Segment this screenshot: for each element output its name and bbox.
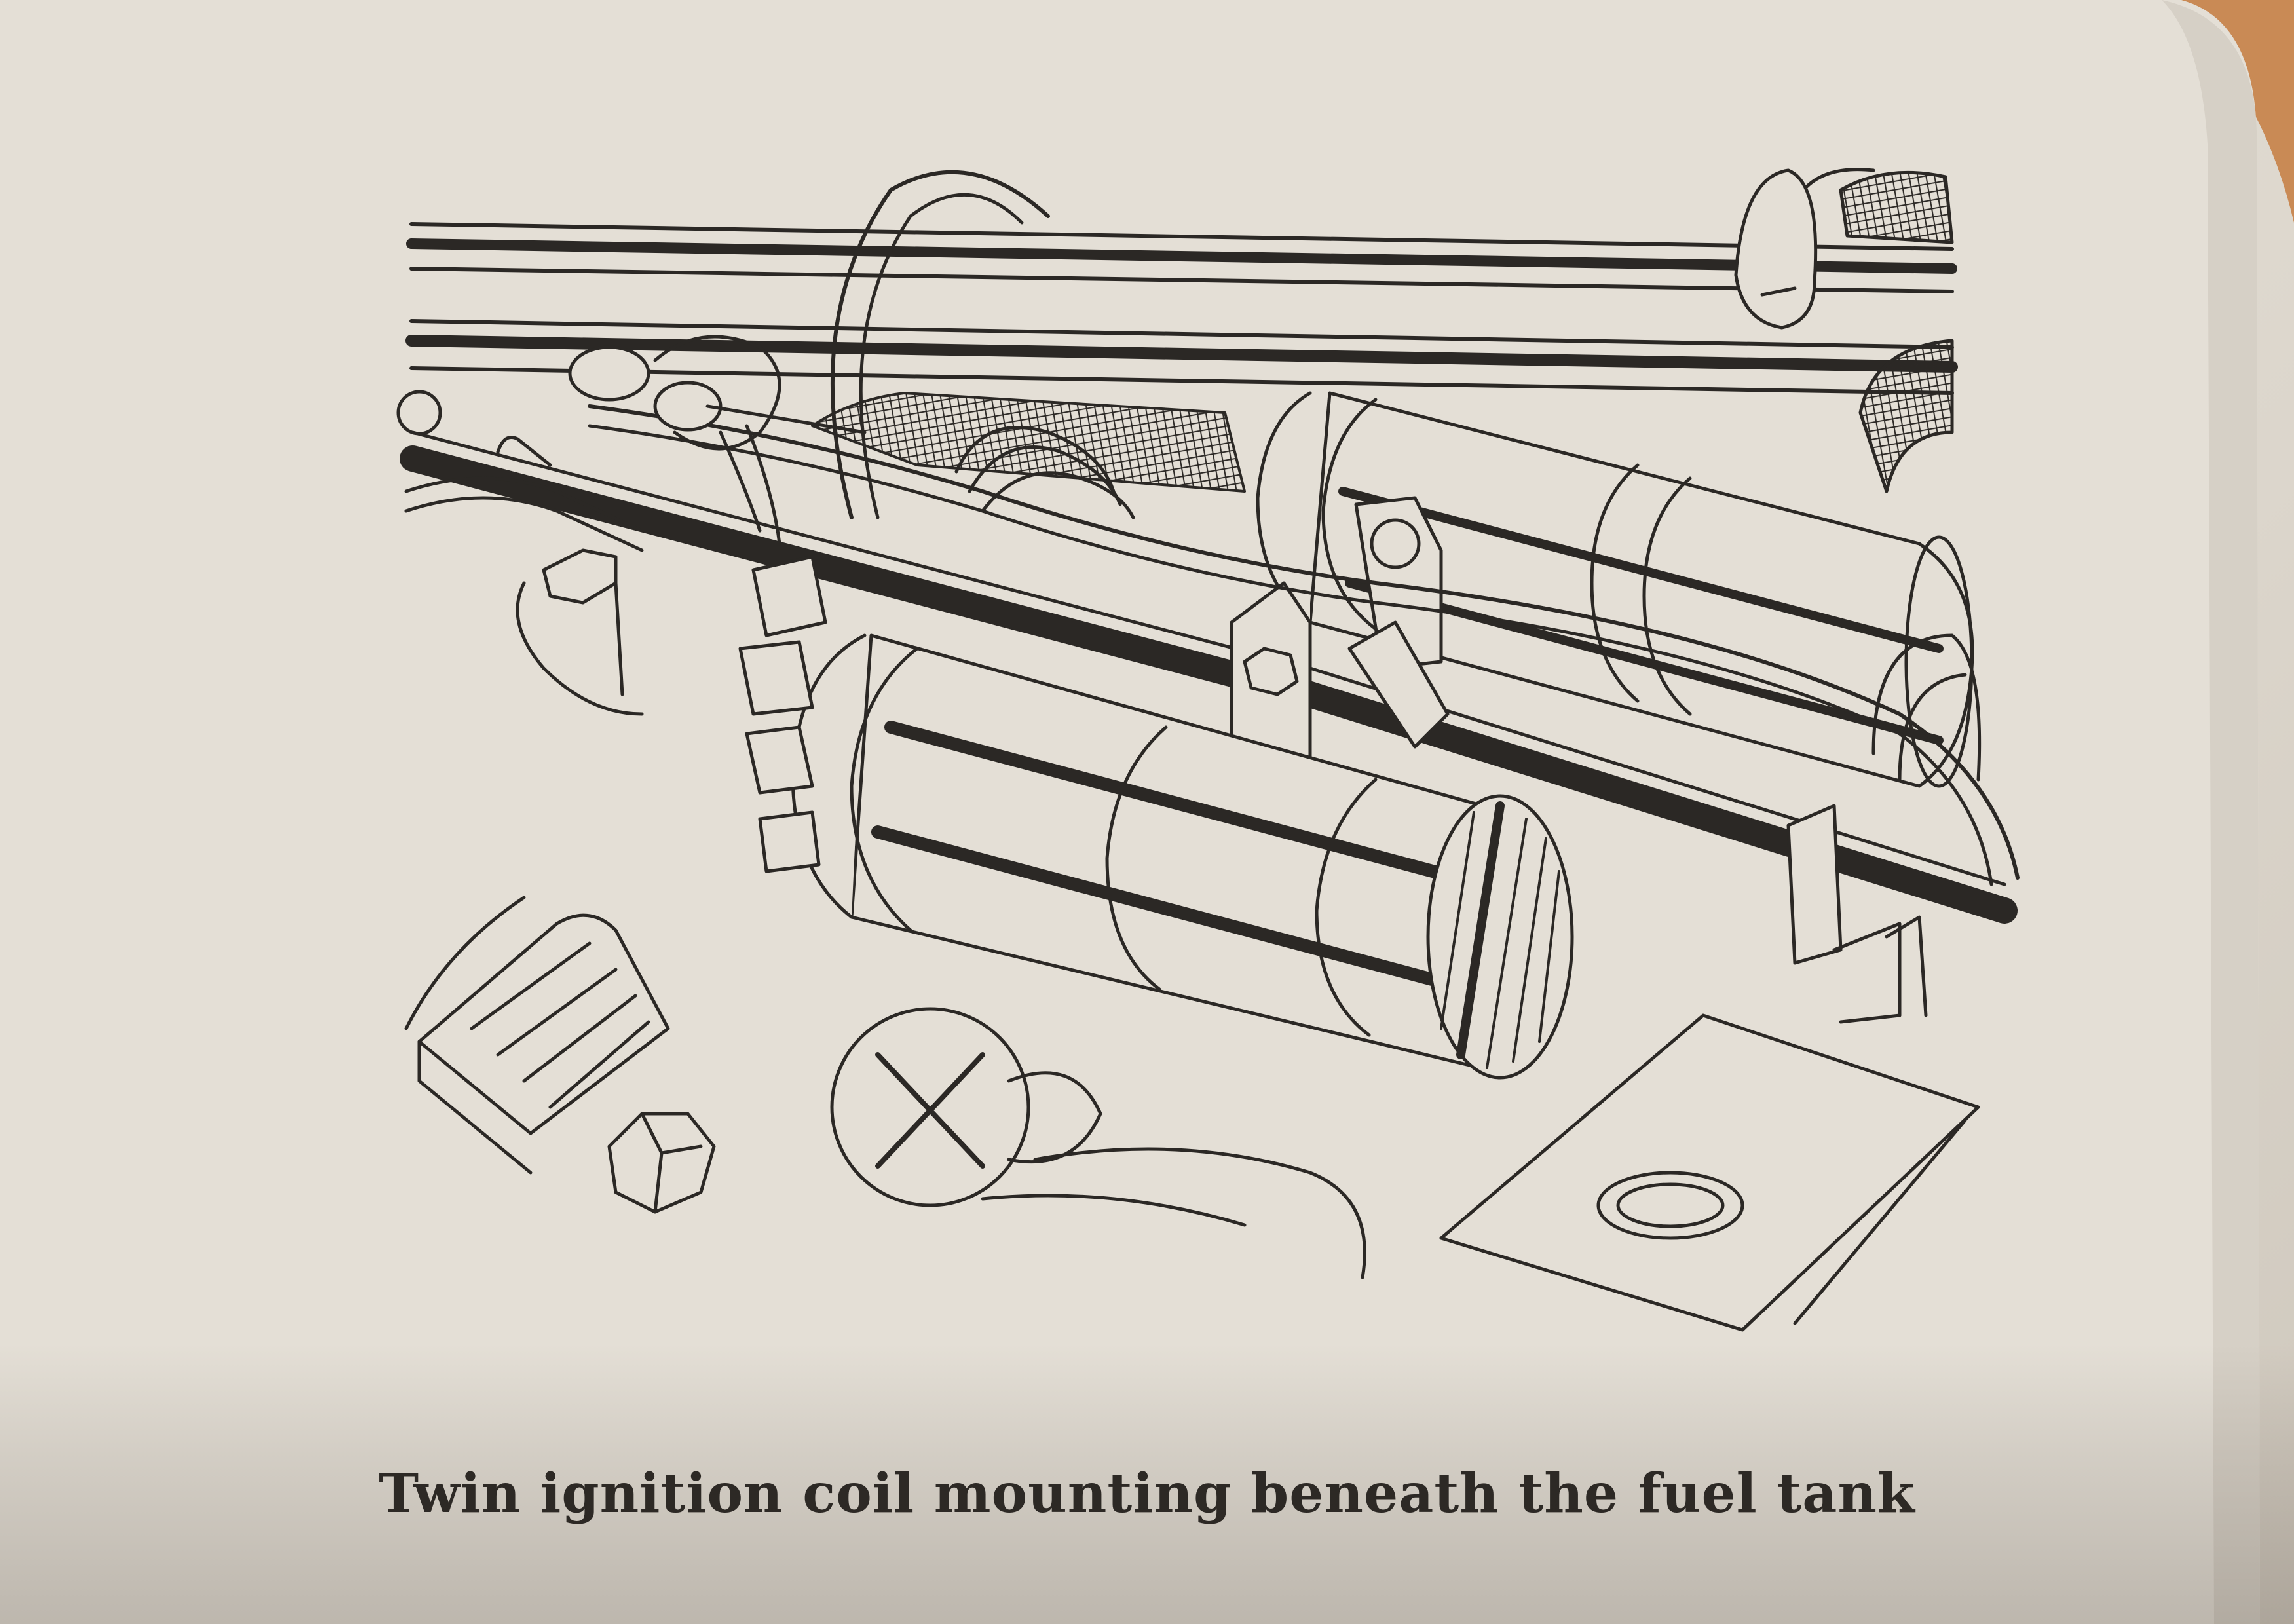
ignition-coil-illustration: [396, 168, 2020, 1332]
figure-caption: Twin ignition coil mounting beneath the …: [379, 1462, 1915, 1525]
